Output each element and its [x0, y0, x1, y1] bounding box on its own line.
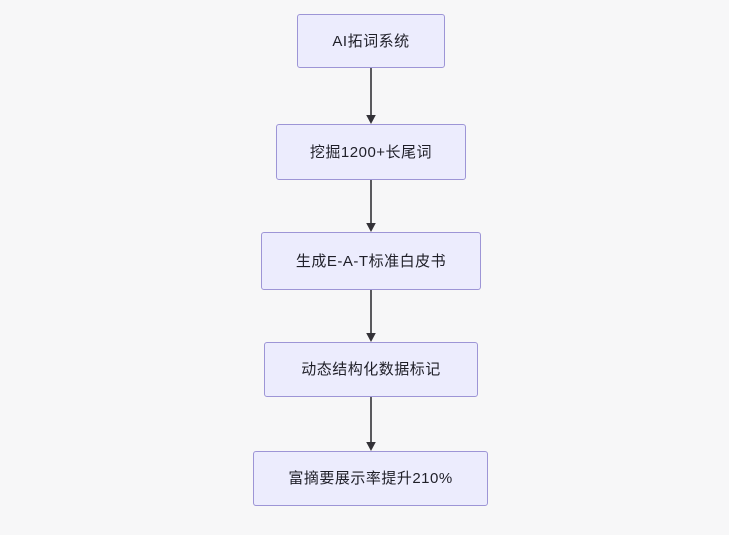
- flow-node-n1[interactable]: AI拓词系统: [297, 14, 445, 68]
- flow-node-label: 挖掘1200+长尾词: [309, 143, 433, 161]
- flow-node-n3[interactable]: 生成E-A-T标准白皮书: [261, 232, 481, 290]
- flow-node-label: 动态结构化数据标记: [301, 361, 441, 378]
- flow-node-n5[interactable]: 富摘要展示率提升210%: [253, 451, 488, 506]
- flow-edge: [366, 290, 376, 342]
- flow-node-label: AI拓词系统: [332, 32, 410, 50]
- flow-edge: [366, 180, 376, 232]
- flow-node-n4[interactable]: 动态结构化数据标记: [264, 342, 478, 397]
- flow-node-label: 富摘要展示率提升210%: [288, 470, 453, 487]
- flow-node-label: 生成E-A-T标准白皮书: [295, 252, 447, 270]
- flow-edge: [366, 68, 376, 124]
- flow-edge: [366, 397, 376, 451]
- flow-node-n2[interactable]: 挖掘1200+长尾词: [276, 124, 466, 180]
